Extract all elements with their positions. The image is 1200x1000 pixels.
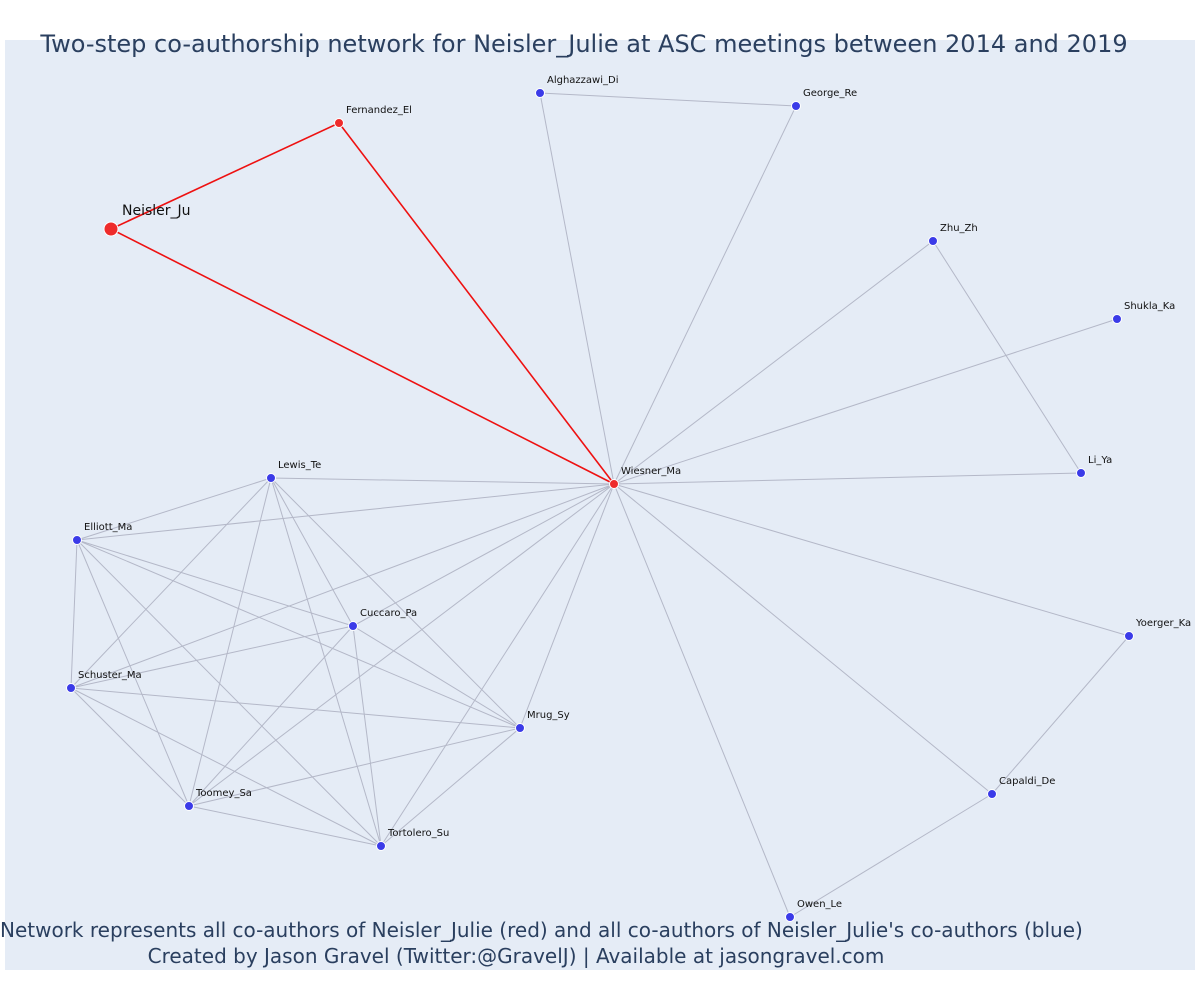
node-Yoerger_Ka[interactable] [1124,631,1134,641]
node-label-Neisler_Ju: Neisler_Ju [122,203,191,219]
edge-Elliott_Ma-Schuster_Ma [70,539,78,689]
edge-Zhu_Zh-Li_Ya [932,240,1082,474]
node-Wiesner_Ma[interactable] [609,479,619,489]
node-Toomey_Sa[interactable] [184,801,194,811]
edge-Elliott_Ma-Tortolero_Su [76,539,382,847]
edge-Elliott_Ma-Cuccaro_Pa [76,539,354,627]
edge-Schuster_Ma-Wiesner_Ma [70,483,615,689]
node-label-Owen_Le: Owen_Le [797,899,842,910]
edge-Mrug_Sy-Toomey_Sa [188,727,521,807]
edge-Lewis_Te-Wiesner_Ma [270,477,615,485]
node-Shukla_Ka[interactable] [1112,314,1122,324]
node-Owen_Le[interactable] [785,912,795,922]
edge-Shukla_Ka-Wiesner_Ma [613,318,1118,485]
edge-Lewis_Te-Elliott_Ma [76,477,272,541]
nodes-layer [66,88,1134,922]
caption-line-2: Created by Jason Gravel (Twitter:@Gravel… [147,944,885,968]
node-Tortolero_Su[interactable] [376,841,386,851]
node-Mrug_Sy[interactable] [515,723,525,733]
node-Cuccaro_Pa[interactable] [348,621,358,631]
node-label-Alghazzawi_Di: Alghazzawi_Di [547,75,619,86]
edges-layer [70,92,1130,918]
node-label-Elliott_Ma: Elliott_Ma [84,522,132,533]
node-Lewis_Te[interactable] [266,473,276,483]
node-Capaldi_De[interactable] [987,789,997,799]
edge-Neisler_Ju-Wiesner_Ma [110,228,615,485]
node-label-George_Re: George_Re [803,88,857,99]
edge-Fernandez_El-Wiesner_Ma [338,122,615,485]
node-label-Lewis_Te: Lewis_Te [278,460,321,471]
node-Alghazzawi_Di[interactable] [535,88,545,98]
node-label-Schuster_Ma: Schuster_Ma [78,670,142,681]
edge-Cuccaro_Pa-Wiesner_Ma [352,483,615,627]
edge-Yoerger_Ka-Wiesner_Ma [613,483,1130,637]
node-label-Shukla_Ka: Shukla_Ka [1124,301,1175,312]
node-Schuster_Ma[interactable] [66,683,76,693]
edge-Mrug_Sy-Tortolero_Su [380,727,521,847]
node-Neisler_Ju[interactable] [103,221,119,237]
edge-Cuccaro_Pa-Mrug_Sy [352,625,521,729]
node-label-Wiesner_Ma: Wiesner_Ma [621,466,681,477]
edge-Tortolero_Su-Wiesner_Ma [380,483,615,847]
edge-Lewis_Te-Mrug_Sy [270,477,521,729]
edge-Capaldi_De-Owen_Le [789,793,993,918]
edge-Cuccaro_Pa-Toomey_Sa [188,625,354,807]
edge-Yoerger_Ka-Capaldi_De [991,635,1130,795]
edge-Cuccaro_Pa-Tortolero_Su [352,625,382,847]
edge-Owen_Le-Wiesner_Ma [613,483,791,918]
edge-Elliott_Ma-Toomey_Sa [76,539,190,807]
edge-Schuster_Ma-Toomey_Sa [70,687,190,807]
node-label-Fernandez_El: Fernandez_El [346,105,412,116]
edge-Lewis_Te-Schuster_Ma [70,477,272,689]
edge-Elliott_Ma-Wiesner_Ma [76,483,615,541]
edge-Mrug_Sy-Wiesner_Ma [519,483,615,729]
edge-Toomey_Sa-Tortolero_Su [188,805,382,847]
node-label-Mrug_Sy: Mrug_Sy [527,710,570,721]
edge-Zhu_Zh-Wiesner_Ma [613,240,934,485]
node-label-Yoerger_Ka: Yoerger_Ka [1135,618,1191,629]
node-George_Re[interactable] [791,101,801,111]
edge-Schuster_Ma-Mrug_Sy [70,687,521,729]
caption-line-1: Network represents all co-authors of Nei… [0,918,1083,942]
node-label-Capaldi_De: Capaldi_De [999,776,1055,787]
edge-Lewis_Te-Tortolero_Su [270,477,382,847]
edge-Li_Ya-Wiesner_Ma [613,472,1082,485]
node-label-Tortolero_Su: Tortolero_Su [387,828,449,839]
edge-George_Re-Wiesner_Ma [613,105,797,485]
node-label-Zhu_Zh: Zhu_Zh [940,223,978,234]
edge-Lewis_Te-Toomey_Sa [188,477,272,807]
edge-Cuccaro_Pa-Schuster_Ma [70,625,354,689]
node-label-Toomey_Sa: Toomey_Sa [195,788,252,799]
diagram-title: Two-step co-authorship network for Neisl… [40,30,1128,58]
node-label-Cuccaro_Pa: Cuccaro_Pa [360,608,417,619]
node-Elliott_Ma[interactable] [72,535,82,545]
node-Li_Ya[interactable] [1076,468,1086,478]
node-Fernandez_El[interactable] [334,118,344,128]
edge-Toomey_Sa-Wiesner_Ma [188,483,615,807]
edge-Capaldi_De-Wiesner_Ma [613,483,993,795]
edge-Lewis_Te-Cuccaro_Pa [270,477,354,627]
edge-Neisler_Ju-Fernandez_El [110,122,340,230]
edge-Schuster_Ma-Tortolero_Su [70,687,382,847]
edge-Alghazzawi_Di-George_Re [539,92,797,107]
node-Zhu_Zh[interactable] [928,236,938,246]
edge-Alghazzawi_Di-Wiesner_Ma [539,92,615,485]
node-label-Li_Ya: Li_Ya [1088,455,1112,466]
edge-Elliott_Ma-Mrug_Sy [76,539,521,729]
